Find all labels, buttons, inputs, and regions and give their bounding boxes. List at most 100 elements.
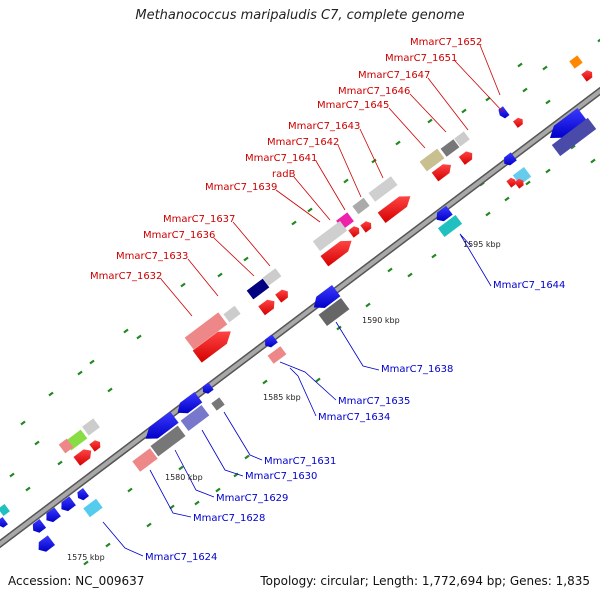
gene-grey-1629[interactable] xyxy=(150,425,186,457)
gene-pink-1628[interactable] xyxy=(132,448,158,472)
gene-label-MmarC7_1630[interactable]: MmarC7_1630 xyxy=(245,471,317,482)
gene-blue-small[interactable] xyxy=(498,106,510,119)
scale-tick xyxy=(123,328,129,334)
gene-grey-1631[interactable] xyxy=(211,397,225,411)
gene-label-MmarC7_1634[interactable]: MmarC7_1634 xyxy=(318,412,390,423)
label-leaders xyxy=(102,44,504,557)
gene-blue-c[interactable] xyxy=(202,382,214,394)
gene-grey-1633[interactable] xyxy=(223,305,241,323)
gene-red-d[interactable] xyxy=(514,178,524,189)
gene-cyan-1644[interactable] xyxy=(437,215,463,237)
gene-blue-h[interactable] xyxy=(32,519,47,533)
gene-blue-d[interactable] xyxy=(177,392,203,414)
gene-blue-1638[interactable] xyxy=(313,285,341,308)
gene-blue-a[interactable] xyxy=(550,108,587,138)
gene-red-1652[interactable] xyxy=(581,70,593,82)
scale-tick xyxy=(34,440,40,446)
gene-darkgrey-1646[interactable] xyxy=(440,139,460,157)
gene-label-MmarC7_1637[interactable]: MmarC7_1637 xyxy=(163,214,235,225)
gene-khaki-1645[interactable] xyxy=(419,148,445,172)
gene-label-MmarC7_1639[interactable]: MmarC7_1639 xyxy=(205,182,277,193)
scale-tick xyxy=(262,379,268,385)
gene-label-MmarC7_1645[interactable]: MmarC7_1645 xyxy=(317,100,389,111)
gene-blue-1629[interactable] xyxy=(145,411,179,439)
gene-red-j[interactable] xyxy=(192,331,231,363)
scale-tick xyxy=(387,267,393,273)
gene-grey-1643[interactable] xyxy=(368,176,398,202)
gene-blue-e[interactable] xyxy=(77,488,89,501)
gene-red-i[interactable] xyxy=(258,299,275,316)
scale-tick xyxy=(83,560,89,566)
gene-grey-1638[interactable] xyxy=(318,298,350,326)
gene-label-MmarC7_1632[interactable]: MmarC7_1632 xyxy=(90,271,162,282)
gene-label-MmarC7_1628[interactable]: MmarC7_1628 xyxy=(193,513,265,524)
leader-line xyxy=(459,233,492,287)
gene-label-MmarC7_1629[interactable]: MmarC7_1629 xyxy=(216,493,288,504)
leader-line xyxy=(213,237,255,277)
gene-blue-g[interactable] xyxy=(46,507,61,523)
scale-tick xyxy=(485,211,491,217)
gene-red-c[interactable] xyxy=(506,177,516,188)
gene-blue-edge[interactable] xyxy=(0,517,8,528)
gene-label-MmarC7_1638[interactable]: MmarC7_1638 xyxy=(381,364,453,375)
gene-label-MmarC7_1624[interactable]: MmarC7_1624 xyxy=(145,552,217,563)
gene-blue-1624[interactable] xyxy=(38,535,55,552)
gene-navy-a[interactable] xyxy=(551,117,597,157)
scale-tick xyxy=(178,465,184,471)
gene-label-MmarC7_1636[interactable]: MmarC7_1636 xyxy=(143,230,215,241)
gene-pink-1632[interactable] xyxy=(184,312,228,350)
gene-orange[interactable] xyxy=(569,55,583,69)
gene-label-MmarC7_1652[interactable]: MmarC7_1652 xyxy=(410,37,482,48)
gene-cyan-1624[interactable] xyxy=(83,498,103,518)
gene-red-e[interactable] xyxy=(360,221,372,233)
scale-tick xyxy=(371,158,377,164)
gene-blue-1644[interactable] xyxy=(436,205,453,222)
gene-grey-1642[interactable] xyxy=(352,197,370,215)
gene-label-MmarC7_1633[interactable]: MmarC7_1633 xyxy=(116,251,188,262)
gene-red-l[interactable] xyxy=(73,449,92,466)
gene-red-b[interactable] xyxy=(431,164,451,182)
gene-red-g[interactable] xyxy=(320,240,352,267)
scale-tick xyxy=(194,500,200,506)
gene-red-f[interactable] xyxy=(348,226,360,238)
gene-label-MmarC7_1642[interactable]: MmarC7_1642 xyxy=(267,137,339,148)
scale-tick xyxy=(525,180,531,186)
gene-blue-b[interactable] xyxy=(504,152,517,166)
gene-features xyxy=(0,55,597,552)
scale-tick xyxy=(522,87,528,93)
gene-grey-1637[interactable] xyxy=(262,268,282,286)
gene-label-MmarC7_1641[interactable]: MmarC7_1641 xyxy=(245,153,317,164)
gene-red-1651[interactable] xyxy=(513,117,523,128)
gene-label-MmarC7_1643[interactable]: MmarC7_1643 xyxy=(288,121,360,132)
gene-label-MmarC7_1646[interactable]: MmarC7_1646 xyxy=(338,86,410,97)
gene-pink-1634[interactable] xyxy=(267,346,287,364)
gene-label-radB[interactable]: radB xyxy=(272,169,296,180)
scale-tick xyxy=(25,486,31,492)
scale-tick xyxy=(461,108,467,114)
gene-label-MmarC7_1635[interactable]: MmarC7_1635 xyxy=(338,396,410,407)
gene-red-a[interactable] xyxy=(458,151,473,165)
gene-label-MmarC7_1631[interactable]: MmarC7_1631 xyxy=(264,456,336,467)
ticks xyxy=(9,38,600,566)
scale-tick xyxy=(343,178,349,184)
gene-label-MmarC7_1647[interactable]: MmarC7_1647 xyxy=(358,70,430,81)
scale-tick xyxy=(48,391,54,397)
gene-grey-1647[interactable] xyxy=(454,131,470,147)
gene-red-h[interactable] xyxy=(275,289,288,303)
scale-tick xyxy=(315,377,321,383)
gene-navy-1636[interactable] xyxy=(246,278,270,300)
leader-line xyxy=(335,321,380,371)
gene-pink-k[interactable] xyxy=(58,438,74,454)
gene-lavender-1630[interactable] xyxy=(180,405,210,431)
gene-blue-1635[interactable] xyxy=(265,334,278,348)
gene-label-MmarC7_1651[interactable]: MmarC7_1651 xyxy=(385,53,457,64)
gene-cyan-edge[interactable] xyxy=(0,504,10,516)
gene-grey-radb[interactable] xyxy=(312,221,348,251)
scale-tick xyxy=(136,334,142,340)
gene-grey-k[interactable] xyxy=(82,418,100,436)
gene-red-k[interactable] xyxy=(89,440,101,452)
gene-label-MmarC7_1644[interactable]: MmarC7_1644 xyxy=(493,280,565,291)
gene-blue-f[interactable] xyxy=(61,496,76,512)
leader-line xyxy=(293,176,331,221)
gene-red-1639[interactable] xyxy=(377,196,411,223)
